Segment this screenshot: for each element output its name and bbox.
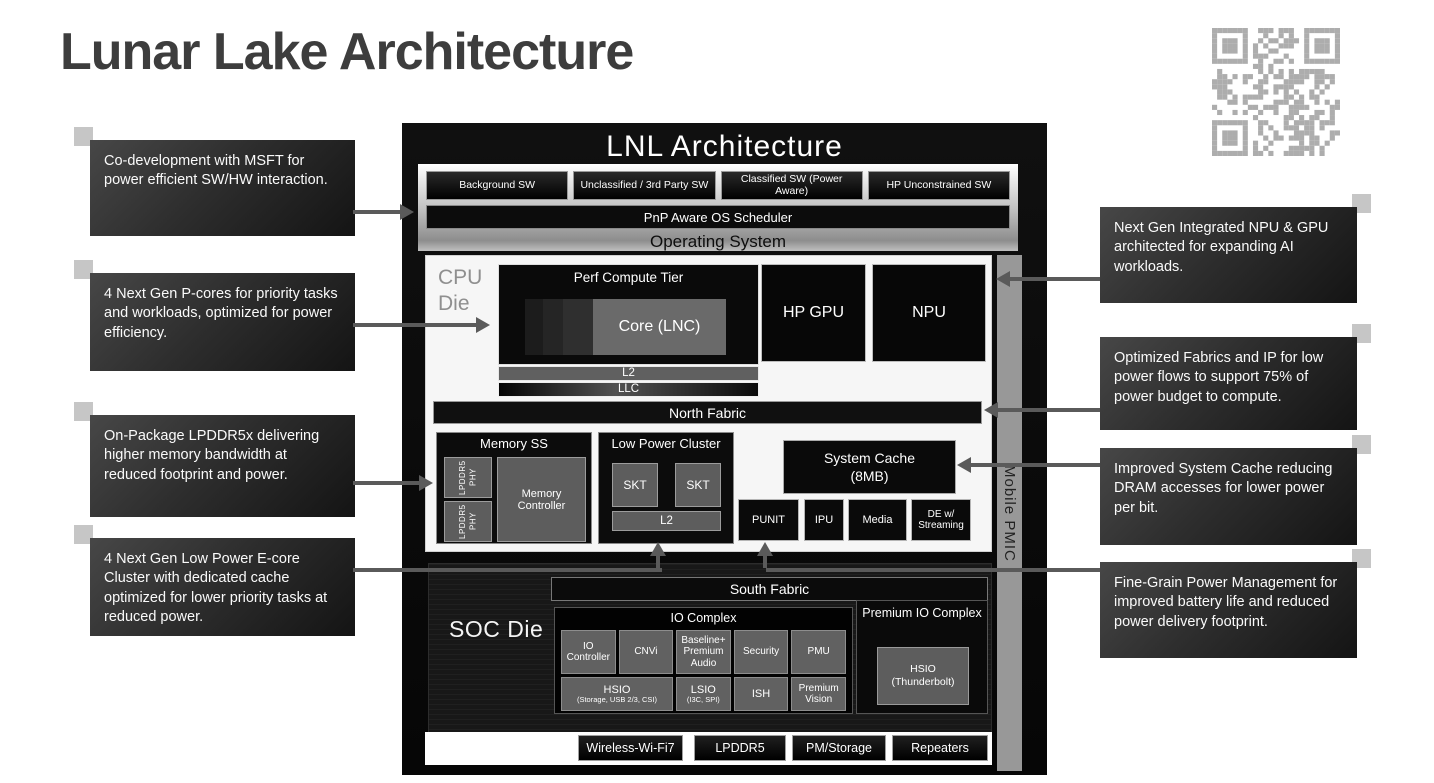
skt-box: SKT <box>612 463 658 507</box>
lsio-box: LSIO (I3C, SPI) <box>676 677 731 711</box>
lsio-label: LSIO <box>690 683 716 696</box>
callout-corner-square <box>74 260 93 279</box>
pm-storage-box: PM/Storage <box>792 735 886 761</box>
lpc-l2-bar: L2 <box>612 511 721 531</box>
callout-power-mgmt: Fine-Grain Power Management for improved… <box>1100 562 1357 658</box>
mobile-pmic-bar: Mobile PMIC <box>997 255 1022 771</box>
memory-ss-title: Memory SS <box>480 436 548 451</box>
callout-corner-square <box>74 402 93 421</box>
cnvi-box: CNVi <box>618 630 674 674</box>
callout-msft-codev: Co-development with MSFT for power effic… <box>90 140 355 236</box>
diagram-title: LNL Architecture <box>606 130 843 163</box>
hsio-thunderbolt-box: HSIO (Thunderbolt) <box>877 647 969 705</box>
lpddr5-phy-box: LPDDR5 PHY <box>444 501 492 542</box>
sw-box-unclassified: Unclassified / 3rd Party SW <box>573 171 716 200</box>
perf-compute-tier: Perf Compute Tier Core (LNC) <box>498 264 759 365</box>
premium-io-complex-panel: Premium IO Complex HSIO (Thunderbolt) <box>856 600 988 714</box>
hsio-sub: (Storage, USB 2/3, CSI) <box>576 695 658 705</box>
io-complex-title: IO Complex <box>670 611 737 625</box>
operating-system-label: Operating System <box>649 232 787 251</box>
hsio-tb-sub: (Thunderbolt) <box>891 676 955 688</box>
media-box: Media <box>848 499 907 541</box>
callout-lpddr5x: On-Package LPDDR5x delivering higher mem… <box>90 415 355 517</box>
lpddr5-phy-label: LPDDR5 PHY <box>457 460 477 495</box>
io-row-1: IO Controller CNVi Baseline+ Premium Aud… <box>561 630 846 674</box>
lpddr5-phy-box: LPDDR5 PHY <box>444 457 492 498</box>
callout-text: 4 Next Gen P-cores for priority tasks an… <box>104 286 338 341</box>
sw-box-classified: Classified SW (Power Aware) <box>720 171 863 200</box>
pmu-box: PMU <box>791 630 846 674</box>
lnl-architecture-frame: LNL Architecture Background SW Unclassif… <box>402 123 1047 775</box>
callout-system-cache: Improved System Cache reducing DRAM acce… <box>1100 448 1357 545</box>
wifi7-box: Wireless-Wi-Fi7 <box>578 735 683 761</box>
pnp-scheduler-bar: PnP Aware OS Scheduler <box>426 205 1010 229</box>
repeaters-box: Repeaters <box>892 735 988 761</box>
mobile-pmic-label: Mobile PMIC <box>1001 464 1018 562</box>
npu-box: NPU <box>872 264 986 362</box>
ipu-box: IPU <box>804 499 844 541</box>
callout-corner-square <box>74 127 93 146</box>
lsio-sub: (I3C, SPI) <box>686 695 720 705</box>
hsio-label: HSIO <box>603 683 631 696</box>
callout-fabrics: Optimized Fabrics and IP for low power f… <box>1100 337 1357 430</box>
memory-ss-panel: Memory SS LPDDR5 PHY LPDDR5 PHY Memory C… <box>436 432 592 544</box>
de-streaming-box: DE w/ Streaming <box>911 499 971 541</box>
premium-vision-box: Premium Vision <box>791 677 847 711</box>
perf-compute-tier-title: Perf Compute Tier <box>573 270 684 285</box>
callout-text: Next Gen Integrated NPU & GPU architecte… <box>1114 220 1329 275</box>
punit-box: PUNIT <box>738 499 799 541</box>
system-cache-line1: System Cache <box>823 449 916 466</box>
io-controller-box: IO Controller <box>561 630 616 674</box>
callout-p-cores: 4 Next Gen P-cores for priority tasks an… <box>90 273 355 371</box>
hp-gpu-box: HP GPU <box>761 264 866 362</box>
soc-die-area: SOC Die South Fabric IO Complex IO Contr… <box>428 563 992 733</box>
lpddr5-box: LPDDR5 <box>694 735 786 761</box>
security-box: Security <box>733 630 789 674</box>
soc-die-label: SOC Die <box>449 616 544 642</box>
bottom-strip: Wireless-Wi-Fi7 LPDDR5 PM/Storage Repeat… <box>425 732 992 765</box>
slide-title: Lunar Lake Architecture <box>60 23 634 81</box>
callout-text: 4 Next Gen Low Power E-core Cluster with… <box>104 551 328 625</box>
cpu-llc-bar: LLC <box>498 382 759 397</box>
callout-text: Optimized Fabrics and IP for low power f… <box>1114 350 1324 405</box>
low-power-cluster-title: Low Power Cluster <box>611 436 721 451</box>
callout-npu-gpu: Next Gen Integrated NPU & GPU architecte… <box>1100 207 1357 303</box>
core-lnc-box: Core (LNC) <box>593 299 726 355</box>
ish-box: ISH <box>733 677 789 711</box>
cpu-l2-bar: L2 <box>498 366 759 381</box>
premium-io-title: Premium IO Complex <box>862 606 982 620</box>
north-fabric-bar: North Fabric <box>433 401 982 424</box>
system-cache-line2: (8MB) <box>850 468 889 484</box>
hsio-tb-label: HSIO <box>910 662 936 675</box>
memory-controller-box: Memory Controller <box>497 457 586 542</box>
callout-corner-square <box>74 525 93 544</box>
south-fabric-bar: South Fabric <box>551 577 988 601</box>
io-row-2: HSIO (Storage, USB 2/3, CSI) LSIO (I3C, … <box>561 677 847 711</box>
callout-e-core: 4 Next Gen Low Power E-core Cluster with… <box>90 538 355 636</box>
callout-text: Improved System Cache reducing DRAM acce… <box>1114 461 1333 516</box>
hsio-box: HSIO (Storage, USB 2/3, CSI) <box>561 677 673 711</box>
low-power-cluster-panel: Low Power Cluster SKT SKT L2 <box>598 432 734 544</box>
system-cache-box: System Cache (8MB) <box>783 440 956 494</box>
operating-system-panel: Background SW Unclassified / 3rd Party S… <box>418 164 1018 251</box>
sw-box-background: Background SW <box>426 171 569 200</box>
callout-text: Co-development with MSFT for power effic… <box>104 153 328 189</box>
core-stack: Core (LNC) <box>525 299 726 355</box>
sw-row: Background SW Unclassified / 3rd Party S… <box>426 171 1010 200</box>
qr-code-icon <box>1212 28 1340 156</box>
callout-text: Fine-Grain Power Management for improved… <box>1114 575 1338 630</box>
cpu-die-label: CPU Die <box>438 266 483 316</box>
audio-box: Baseline+ Premium Audio <box>676 630 731 674</box>
io-complex-panel: IO Complex IO Controller CNVi Baseline+ … <box>554 607 853 714</box>
lpddr5-phy-label: LPDDR5 PHY <box>457 504 477 539</box>
skt-box: SKT <box>675 463 721 507</box>
cpu-die-area: CPU Die Perf Compute Tier Core (LNC) L2 … <box>425 255 992 552</box>
callout-text: On-Package LPDDR5x delivering higher mem… <box>104 428 320 483</box>
sw-box-hp-unconstrained: HP Unconstrained SW <box>867 171 1010 200</box>
